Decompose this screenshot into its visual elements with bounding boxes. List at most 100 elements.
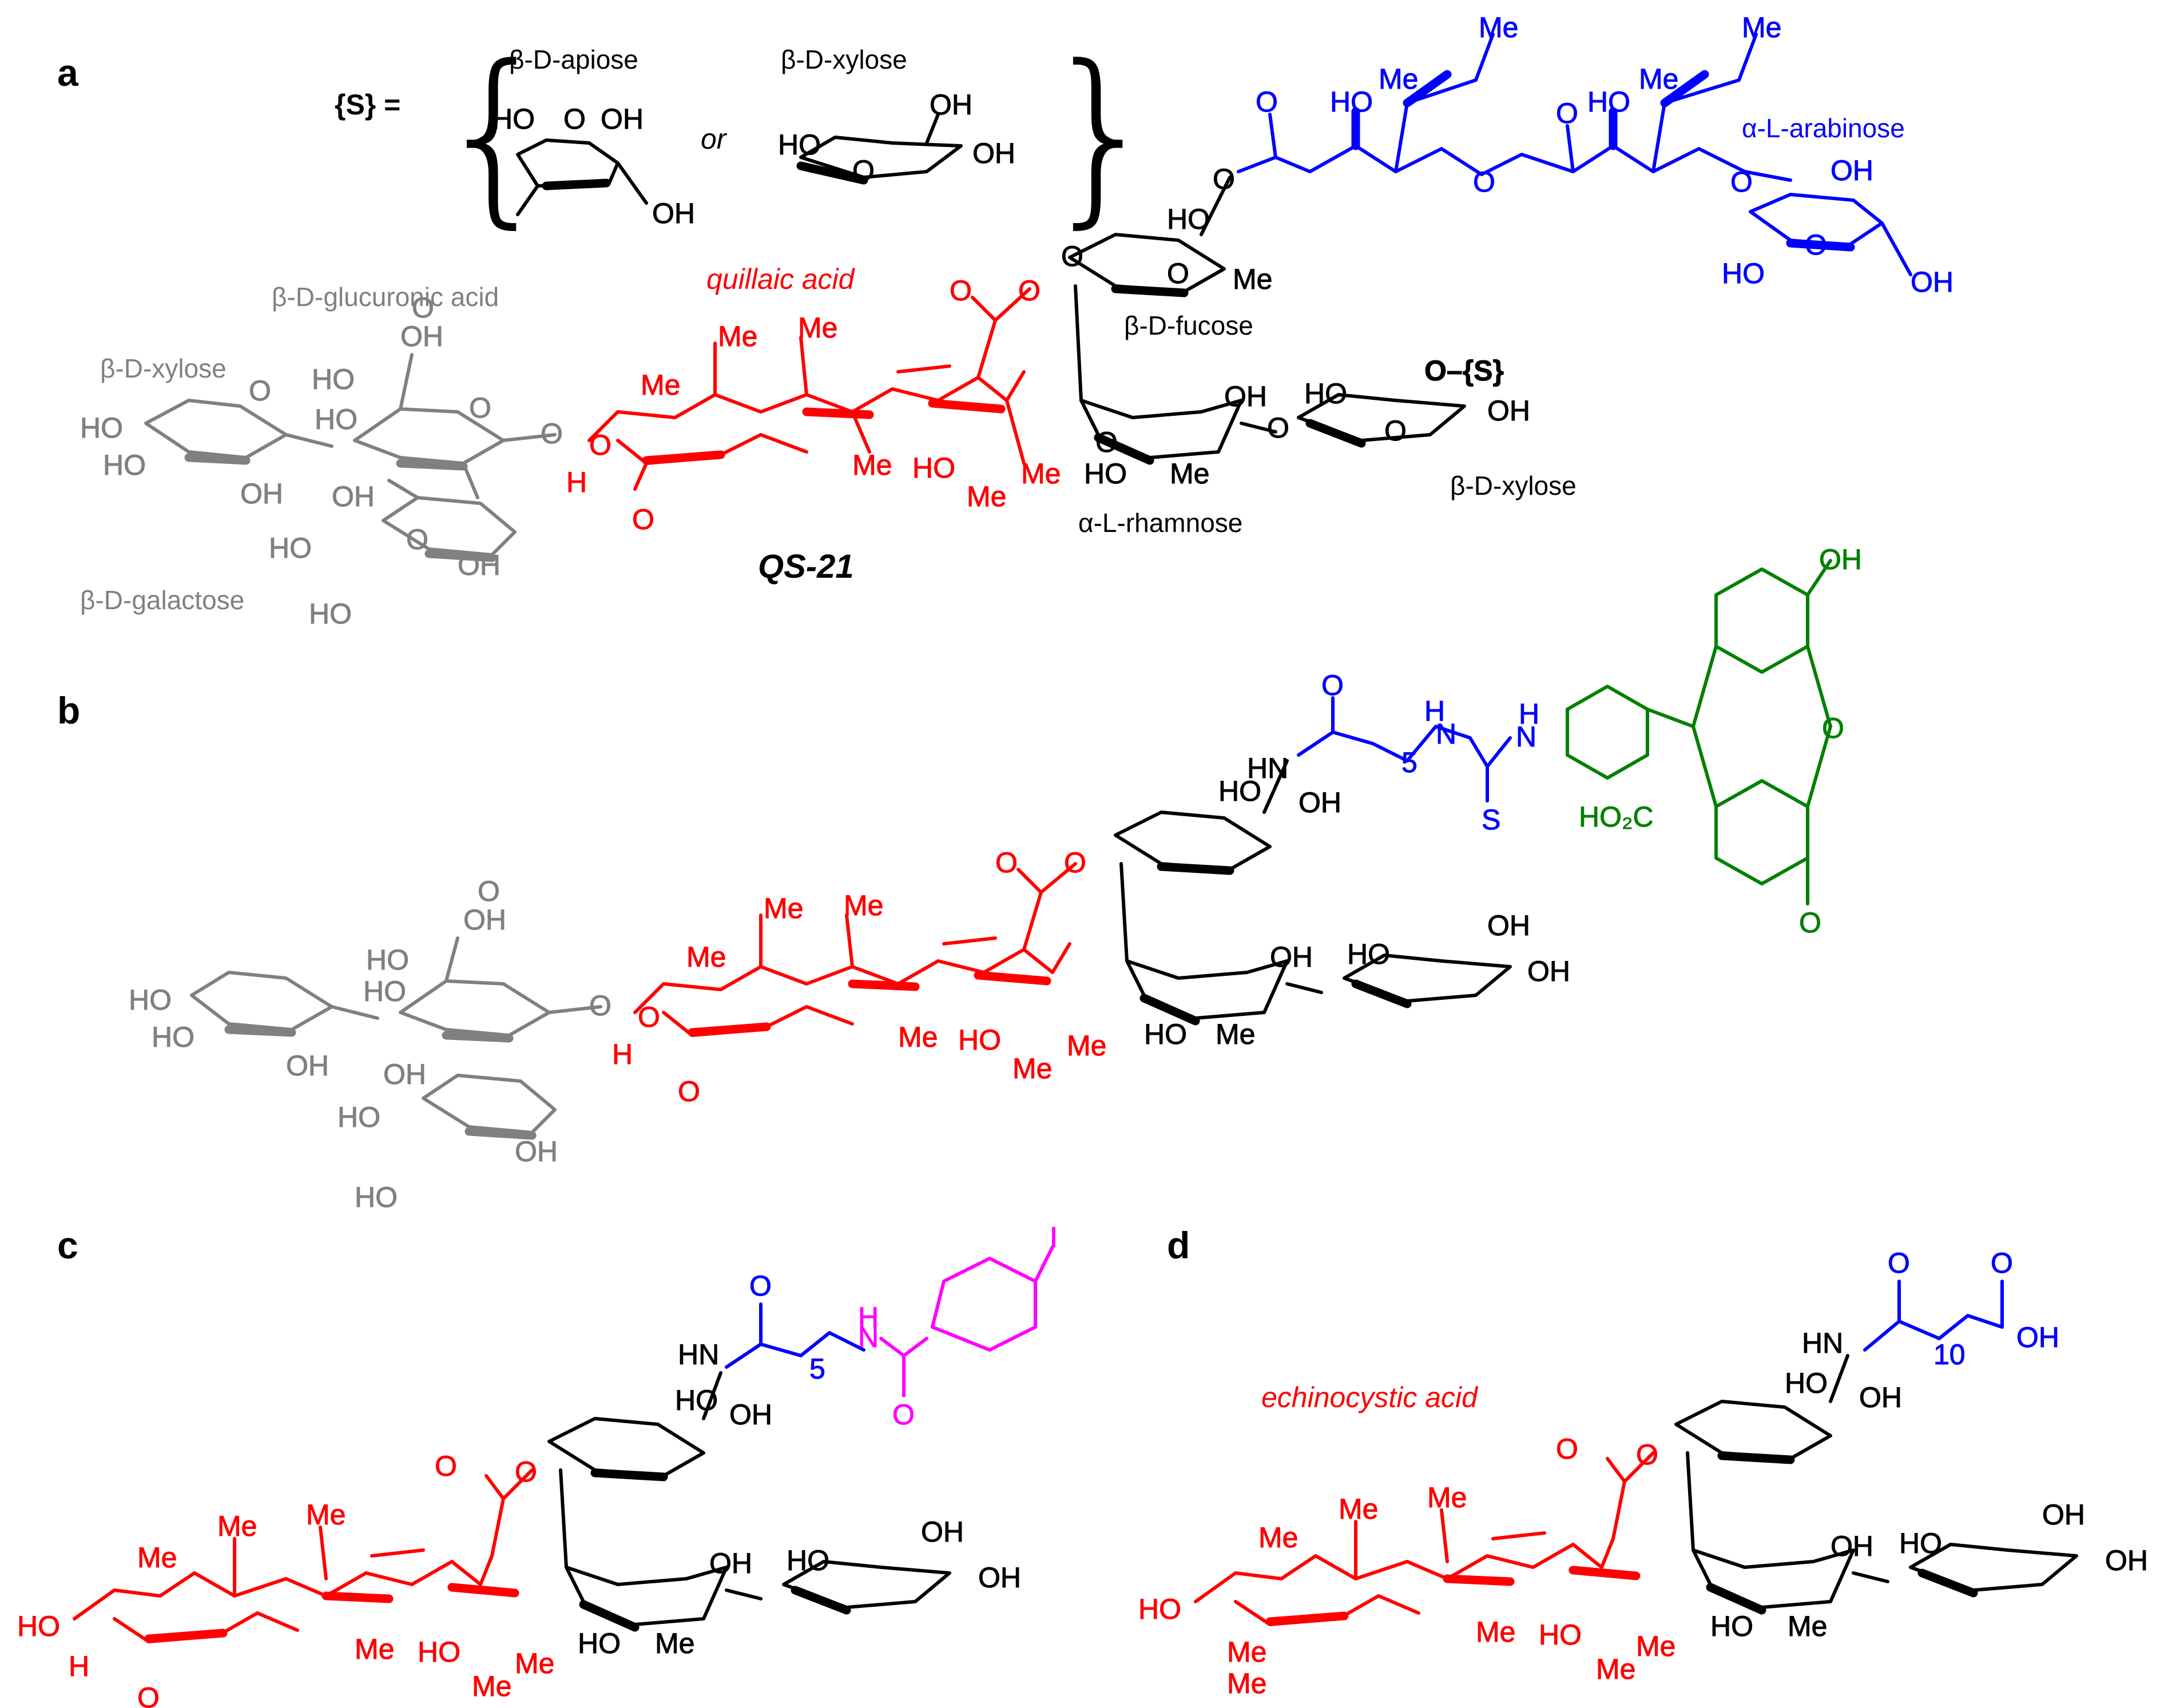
a-ara-ho: HO	[1722, 257, 1765, 289]
panel-a: a {S} = { } β-D-apiose β-D-xylose or HO …	[57, 11, 1954, 630]
a-acyl-ho-2: HO	[1587, 86, 1630, 118]
c-linker-o: O	[749, 1270, 772, 1302]
a-black-oligosaccharide: HO O O O Me OH O HO Me O HO O O–{S} OH	[1061, 163, 1531, 490]
quillaic-acid-name: quillaic acid	[706, 263, 856, 295]
b-fluor-oh: OH	[1819, 543, 1862, 575]
panel-label-a: a	[57, 51, 79, 94]
d-agly-ester-o: O	[1556, 1433, 1578, 1465]
a-gal-o: O	[406, 523, 428, 555]
b-agly-me-2: Me	[764, 892, 803, 924]
c-black-oligosaccharide: HO OH HN OH HO Me HO OH OH	[547, 1338, 1022, 1660]
qs21-title: QS-21	[758, 548, 854, 585]
a-acyl-chain: O HO Me Me O O HO Me Me O OH O HO OH	[1237, 11, 1954, 299]
b-agly-ester-o: O	[995, 847, 1018, 879]
a-acyl-o-1: O	[1256, 86, 1278, 118]
b-agly-h: H	[612, 1038, 633, 1070]
c-rha-ho: HO	[578, 1627, 621, 1659]
d-linker: O 10 O OH	[1863, 1247, 2060, 1371]
d-rha-me: Me	[1788, 1610, 1827, 1642]
b-fluor-co2h: HO₂C	[1579, 801, 1654, 833]
c-iodo-nh: H	[858, 1301, 879, 1333]
rhamnose-name: α-L-rhamnose	[1078, 508, 1242, 538]
galactose-name: β-D-galactose	[80, 585, 244, 615]
a-acyl-me-4: Me	[1742, 11, 1781, 43]
arabinose-name: α-L-arabinose	[1742, 113, 1905, 143]
xylose-s-oh-top: OH	[930, 89, 972, 121]
b-glca-ho-2: HO	[363, 975, 406, 1007]
xylose-s-o: O	[852, 154, 875, 186]
d-fuc-ho: HO	[1785, 1367, 1828, 1399]
a-xyl-o: O	[249, 375, 271, 407]
b-linker-s: S	[1482, 804, 1500, 836]
a-agly-ester-o2: O	[1018, 275, 1041, 307]
or-label: or	[701, 123, 728, 155]
c-iodo-i: I	[1050, 1221, 1058, 1253]
b-xyl-ho-2: HO	[152, 1021, 194, 1053]
apiose-structure: HO O OH OH	[492, 103, 696, 230]
a-glca-ho: HO	[312, 363, 355, 395]
b-link-o: O	[589, 990, 612, 1022]
c-iodo-n: N	[858, 1321, 879, 1353]
a-xyl-ho-1: HO	[80, 412, 123, 444]
b-linker: O 5 H N S H N	[1297, 669, 1540, 836]
b-fuc-ho: HO	[1218, 775, 1261, 807]
d-agly-me-6: Me	[1596, 1653, 1635, 1685]
d-agly-me-4: Me	[1476, 1616, 1515, 1648]
c-xylr-ho: HO	[787, 1544, 829, 1576]
a-agly-o: O	[589, 429, 612, 461]
a-agly-ester-o: O	[950, 275, 972, 307]
b-gal-oh-top: OH	[383, 1058, 426, 1090]
b-linker-sub5: 5	[1401, 746, 1417, 778]
b-quillaic-acid-aglycone: O Me Me Me Me H O HO Me Me O O	[612, 847, 1107, 1108]
b-agly-ho: HO	[958, 1024, 1001, 1056]
xylose-left-name: β-D-xylose	[100, 353, 227, 383]
a-quillaic-acid-aglycone: O Me Me Me Me H O HO Me Me O O	[566, 275, 1061, 536]
b-fuc-oh: OH	[1299, 787, 1341, 819]
b-glca-oh: OH	[463, 904, 506, 936]
c-agly-me-5: Me	[515, 1647, 554, 1679]
c-rha-oh: OH	[709, 1547, 752, 1579]
a-agly-me-3: Me	[798, 312, 837, 344]
apiose-ch2oh: OH	[652, 197, 695, 229]
a-acyl-o-2: O	[1473, 166, 1495, 198]
b-linker-o: O	[1321, 669, 1344, 701]
a-ara-o: O	[1805, 229, 1827, 261]
s-definition: {S} = { } β-D-apiose β-D-xylose or HO O …	[335, 25, 1161, 245]
a-gal-ho: HO	[269, 532, 312, 564]
b-agly-me-5: Me	[1067, 1030, 1106, 1062]
s-definition-label: {S} =	[335, 89, 400, 121]
d-agly-ho: HO	[1138, 1593, 1181, 1625]
a-rha-me: Me	[1170, 458, 1209, 490]
a-acyl-me-2: Me	[1479, 11, 1518, 43]
a-glca-ho-2: HO	[315, 403, 358, 435]
a-link-o: O	[541, 418, 563, 450]
d-xylr-oh: OH	[2105, 1544, 2148, 1576]
d-agly-me-2: Me	[1339, 1493, 1378, 1525]
b-xylr-ho: HO	[1347, 938, 1390, 970]
c-fuc-ho: HO	[675, 1384, 718, 1416]
apiose-ho: HO	[492, 103, 535, 135]
c-linker: O 5	[725, 1270, 865, 1385]
b-agly-me-3: Me	[844, 889, 883, 921]
a-ara-oh-1: OH	[1830, 154, 1873, 186]
a-glca-ring-o: O	[469, 392, 491, 424]
a-agly-cho-o: O	[632, 503, 654, 535]
a-fuc-ho: HO	[1167, 203, 1210, 235]
d-agly-me-5: Me	[1636, 1630, 1675, 1662]
d-agly-me-gem-1: Me	[1227, 1636, 1266, 1668]
c-agly-ho-2: HO	[418, 1636, 460, 1668]
a-rha-ho: HO	[1084, 458, 1127, 490]
c-aglycone: HO Me Me Me Me H O HO Me Me O O	[17, 1450, 555, 1708]
a-acyl-me-3: Me	[1639, 63, 1678, 95]
b-linker-n-1: N	[1436, 718, 1456, 750]
a-gal-ho-2: HO	[309, 598, 352, 630]
b-agly-o: O	[638, 1001, 660, 1033]
left-brace: {	[435, 25, 555, 245]
c-agly-me-3: Me	[306, 1499, 346, 1531]
d-agly-ho-2: HO	[1539, 1619, 1582, 1651]
a-xylr-o: O	[1384, 415, 1407, 447]
a-acyl-me-1: Me	[1379, 63, 1418, 95]
c-iodo-o: O	[892, 1399, 915, 1431]
b-xyl-ho-1: HO	[129, 984, 172, 1016]
